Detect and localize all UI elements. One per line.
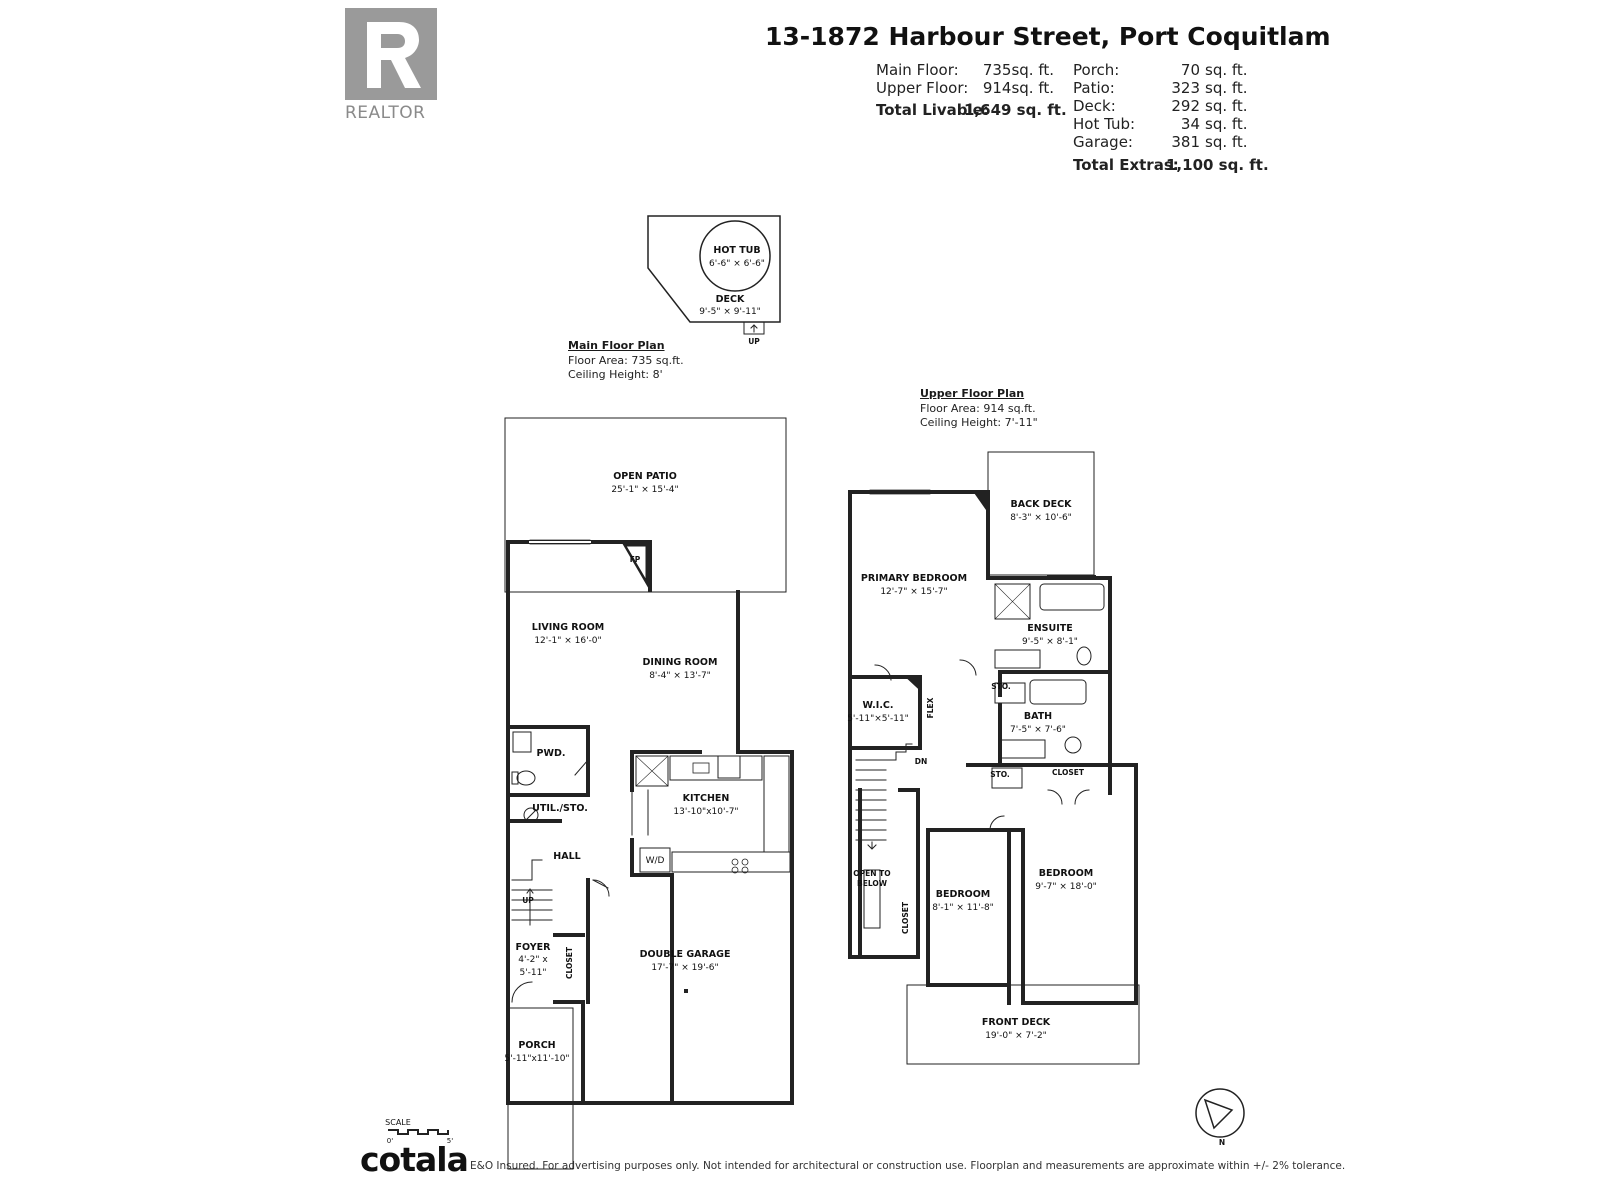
- double-garage-dim: 17'-7" × 19'-6": [651, 963, 718, 973]
- ensuite-dim: 9'-5" × 8'-1": [1022, 637, 1078, 647]
- stat-value-upper-floor: 914sq. ft.: [982, 79, 1054, 97]
- main-stair-up: UP: [522, 896, 534, 905]
- stat-value-total-extras: 1,100 sq. ft.: [1166, 156, 1269, 174]
- scale-start: 0': [387, 1137, 393, 1145]
- bedroom-2-dim: 8'-1" × 11'-8": [932, 903, 994, 913]
- porch-dim: 5'-11"x11'-10": [504, 1054, 569, 1064]
- disclaimer-text: E&O Insured. For advertising purposes on…: [470, 1160, 1346, 1172]
- bedroom-3-dim: 9'-7" × 18'-0": [1035, 882, 1097, 892]
- stat-value-porch: 70: [1180, 61, 1200, 79]
- upper-stair-down: DN: [915, 757, 928, 766]
- stat-unit-hot-tub: sq. ft.: [1205, 115, 1248, 133]
- washer-dryer-label: W/D: [646, 856, 665, 866]
- scale-label: SCALE: [385, 1118, 411, 1127]
- stat-label-patio: Patio:: [1073, 79, 1115, 97]
- walk-in-closet-name: W.I.C.: [862, 700, 893, 711]
- stat-value-hot-tub: 34: [1180, 115, 1200, 133]
- stat-unit-garage: sq. ft.: [1205, 133, 1248, 151]
- living-room-name: LIVING ROOM: [532, 622, 604, 633]
- main-plan-title: Main Floor Plan: [568, 339, 665, 352]
- ensuite-name: ENSUITE: [1027, 623, 1073, 634]
- upper-closet-label: CLOSET: [1052, 768, 1085, 777]
- foyer-closet-label: CLOSET: [565, 946, 574, 979]
- stat-unit-porch: sq. ft.: [1205, 61, 1248, 79]
- realtor-logo-text: REALTOR: [345, 103, 426, 123]
- deck-outline: [647, 215, 781, 323]
- dining-room-dim: 8'-4" × 13'-7": [649, 671, 711, 681]
- stat-label-main-floor: Main Floor:: [876, 61, 959, 79]
- cotala-logo: cotala: [360, 1140, 469, 1179]
- bath-dim: 7'-5" × 7'-6": [1010, 725, 1066, 735]
- property-address: 13-1872 Harbour Street, Port Coquitlam: [765, 22, 1331, 51]
- primary-bedroom-name: PRIMARY BEDROOM: [861, 573, 967, 584]
- hall-name: HALL: [553, 851, 580, 862]
- open-to-below-2: BELOW: [857, 879, 888, 888]
- front-deck-dim: 19'-0" × 7'-2": [985, 1031, 1047, 1041]
- bedroom-3-name: BEDROOM: [1039, 868, 1094, 879]
- porch-outline: [507, 1007, 574, 1170]
- upper-plan-title: Upper Floor Plan: [920, 387, 1025, 400]
- realtor-logo: [345, 8, 437, 100]
- deck-up: UP: [748, 337, 760, 346]
- foyer-dim-2: 5'-11": [519, 968, 546, 978]
- open-patio-dim: 25'-1" × 15'-4": [611, 485, 678, 495]
- storage-2-label: STO.: [990, 770, 1010, 779]
- stat-value-patio: 323: [1171, 79, 1200, 97]
- utility-storage-name: UTIL./STO.: [532, 803, 588, 814]
- stat-value-deck: 292: [1171, 97, 1200, 115]
- stat-value-total-livable: 1,649 sq. ft.: [964, 101, 1067, 119]
- deck-name: DECK: [716, 294, 745, 305]
- kitchen-dim: 13'-10"x10'-7": [673, 807, 738, 817]
- compass-north-label: N: [1219, 1138, 1225, 1147]
- foyer-name: FOYER: [516, 942, 552, 953]
- hot-tub-dim: 6'-6" × 6'-6": [709, 259, 765, 269]
- deck-dim: 9'-5" × 9'-11": [699, 307, 761, 317]
- scale-end: 5': [447, 1137, 453, 1145]
- front-deck-name: FRONT DECK: [982, 1017, 1051, 1028]
- north-arrow-icon: N: [1195, 1088, 1245, 1147]
- hot-tub-name: HOT TUB: [713, 245, 760, 256]
- porch-name: PORCH: [518, 1040, 555, 1051]
- open-patio-outline: [504, 417, 787, 593]
- scale-bar: SCALE 0' 5': [385, 1118, 453, 1145]
- living-room-dim: 12'-1" × 16'-0": [534, 636, 601, 646]
- upper-plan-area: Floor Area: 914 sq.ft.: [920, 402, 1036, 415]
- stat-label-garage: Garage:: [1073, 133, 1133, 151]
- kitchen-name: KITCHEN: [683, 793, 730, 804]
- powder-room-name: PWD.: [537, 748, 566, 759]
- stat-label-deck: Deck:: [1073, 97, 1116, 115]
- main-plan-area: Floor Area: 735 sq.ft.: [568, 354, 684, 367]
- stat-label-total-extras: Total Extras:: [1073, 156, 1179, 174]
- dining-room-name: DINING ROOM: [643, 657, 718, 668]
- stat-unit-deck: sq. ft.: [1205, 97, 1248, 115]
- bedroom-2-closet-label: CLOSET: [901, 901, 910, 934]
- stat-value-garage: 381: [1171, 133, 1200, 151]
- double-garage-name: DOUBLE GARAGE: [640, 949, 731, 960]
- primary-bedroom-dim: 12'-7" × 15'-7": [880, 587, 947, 597]
- bath-name: BATH: [1024, 711, 1052, 722]
- main-plan-ceiling: Ceiling Height: 8': [568, 368, 663, 381]
- back-deck-name: BACK DECK: [1011, 499, 1073, 510]
- stat-unit-patio: sq. ft.: [1205, 79, 1248, 97]
- hot-tub-circle: [699, 220, 771, 292]
- fireplace-label: FP: [630, 555, 641, 564]
- upper-plan-ceiling: Ceiling Height: 7'-11": [920, 416, 1038, 429]
- open-to-below-1: OPEN TO: [853, 869, 890, 878]
- stat-label-total-livable: Total Livable:: [876, 101, 989, 119]
- stat-label-upper-floor: Upper Floor:: [876, 79, 969, 97]
- back-deck-dim: 8'-3" × 10'-6": [1010, 513, 1072, 523]
- stat-value-main-floor: 735sq. ft.: [982, 61, 1054, 79]
- foyer-dim-1: 4'-2" x: [518, 955, 548, 965]
- flex-label: FLEX: [926, 697, 935, 718]
- stat-label-porch: Porch:: [1073, 61, 1120, 79]
- stat-label-hot-tub: Hot Tub:: [1073, 115, 1136, 133]
- storage-1-label: STO.: [991, 682, 1011, 691]
- front-deck-outline: [906, 984, 1140, 1065]
- walk-in-closet-dim: 5'-11"×5'-11": [847, 714, 909, 724]
- bedroom-2-name: BEDROOM: [936, 889, 991, 900]
- open-patio-name: OPEN PATIO: [613, 471, 677, 482]
